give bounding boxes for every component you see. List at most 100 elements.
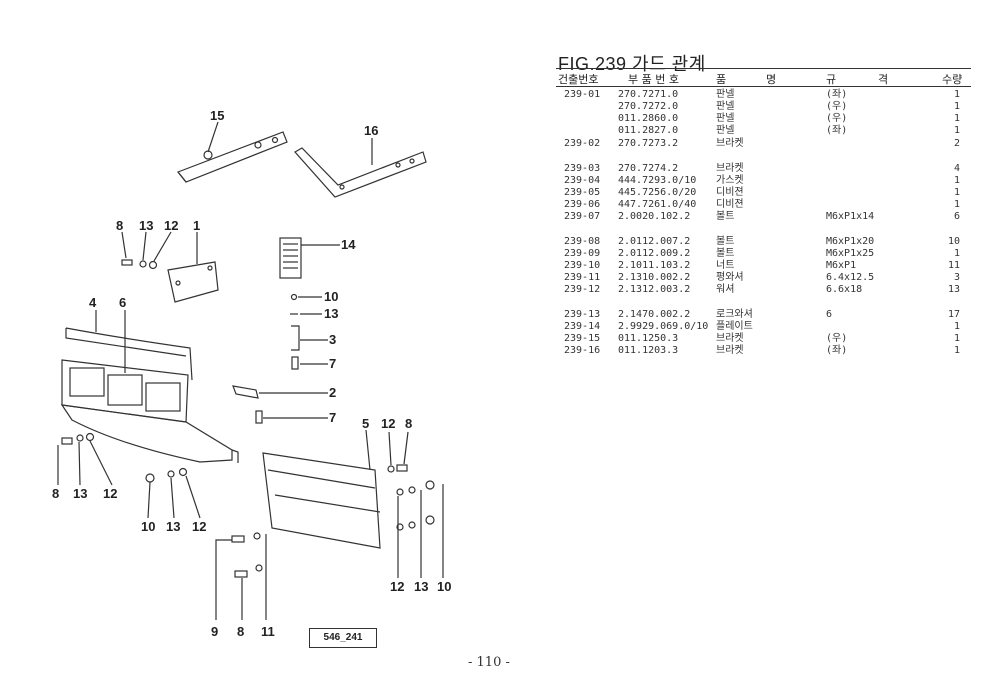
callout-10: 10	[141, 519, 156, 534]
part-spec: (좌)	[826, 345, 848, 356]
callout-13: 13	[166, 519, 181, 534]
part-name: 브라켓	[716, 333, 744, 344]
part-number: 270.7274.2	[618, 163, 679, 174]
drawing-reference-box: 546_241	[309, 628, 377, 648]
part-number: 270.7271.0	[618, 89, 679, 100]
callout-12: 12	[192, 519, 207, 534]
callout-15: 15	[210, 108, 225, 123]
header-code: 건출번호	[558, 73, 599, 86]
header-name: 품	[716, 73, 727, 86]
part-name: 볼트	[716, 248, 735, 259]
part-qty: 1	[953, 113, 960, 124]
part-qty: 1	[953, 89, 960, 100]
part-code: 239-14	[564, 321, 601, 332]
part-qty: 1	[953, 199, 960, 210]
part-name: 판넬	[716, 101, 735, 112]
part-spec: M6xP1	[826, 260, 857, 271]
callout-12: 12	[103, 486, 118, 501]
part-qty: 10	[947, 236, 960, 247]
part-code: 239-10	[564, 260, 601, 271]
part-spec: 6	[826, 309, 833, 320]
part-qty: 1	[953, 125, 960, 136]
part-code: 239-09	[564, 248, 601, 259]
part-name: 브라켓	[716, 345, 744, 356]
callout-13: 13	[73, 486, 88, 501]
part-code: 239-05	[564, 187, 601, 198]
callout-13: 13	[324, 306, 339, 321]
part-number: 2.1310.002.2	[618, 272, 691, 283]
part-number: 011.2827.0	[618, 125, 679, 136]
header-part-number: 부 품 번 호	[628, 73, 679, 86]
callout-10: 10	[324, 289, 339, 304]
part-spec: M6xP1x14	[826, 211, 875, 222]
part-code: 239-08	[564, 236, 601, 247]
part-number: 011.1250.3	[618, 333, 679, 344]
part-number: 011.1203.3	[618, 345, 679, 356]
part-code: 239-13	[564, 309, 601, 320]
part-number: 2.1312.003.2	[618, 284, 691, 295]
part-qty: 1	[953, 321, 960, 332]
callout-12: 12	[390, 579, 405, 594]
part-number: 2.0112.007.2	[618, 236, 691, 247]
page-number: - 110 -	[468, 655, 510, 670]
callout-11: 11	[261, 624, 275, 639]
part-qty: 6	[953, 211, 960, 222]
header-name-2: 명	[766, 73, 777, 86]
part-name: 판넬	[716, 89, 735, 100]
part-qty: 2	[953, 138, 960, 149]
callout-16: 16	[364, 123, 379, 138]
part-number: 2.0112.009.2	[618, 248, 691, 259]
part-spec: (우)	[826, 333, 848, 344]
part-name: 디비젼	[716, 199, 744, 210]
part-number: 444.7293.0/10	[618, 175, 697, 186]
callout-14: 14	[341, 237, 356, 252]
part-name: 볼트	[716, 236, 735, 247]
part-qty: 1	[953, 175, 960, 186]
title-rule	[556, 68, 971, 69]
part-name: 볼트	[716, 211, 735, 222]
part-qty: 13	[947, 284, 960, 295]
part-name: 가스켓	[716, 175, 744, 186]
table-row: 239-10 2.1011.103.2 너트 M6xP1 11	[556, 260, 972, 272]
part-code: 239-15	[564, 333, 601, 344]
part-name: 브라켓	[716, 163, 744, 174]
part-name: 플레이트	[716, 321, 753, 332]
part-number: 2.1470.002.2	[618, 309, 691, 320]
callout-8: 8	[405, 416, 413, 431]
part-code: 239-02	[564, 138, 601, 149]
callout-3: 3	[329, 332, 337, 347]
callout-4: 4	[89, 295, 97, 310]
table-row: 239-14 2.9929.069.0/10 플레이트 1	[556, 321, 972, 333]
part-qty: 11	[947, 260, 960, 271]
part-number: 2.1011.103.2	[618, 260, 691, 271]
part-qty: 1	[953, 345, 960, 356]
callout-12: 12	[164, 218, 179, 233]
part-code: 239-16	[564, 345, 601, 356]
part-spec: M6xP1x25	[826, 248, 875, 259]
part-code: 239-01	[564, 89, 601, 100]
part-name: 너트	[716, 260, 735, 271]
header-spec: 규	[826, 73, 837, 86]
part-number: 2.9929.069.0/10	[618, 321, 709, 332]
part-qty: 1	[953, 333, 960, 344]
table-header: 건출번호 부 품 번 호 품 명 규 격 수량	[556, 70, 972, 86]
part-name: 워셔	[716, 284, 735, 295]
callout-9: 9	[211, 624, 219, 639]
callout-10: 10	[437, 579, 452, 594]
table-row: 239-15 011.1250.3 브라켓 (우) 1	[556, 333, 972, 345]
part-spec: (좌)	[826, 89, 848, 100]
part-name: 판넬	[716, 125, 735, 136]
part-qty: 1	[953, 101, 960, 112]
